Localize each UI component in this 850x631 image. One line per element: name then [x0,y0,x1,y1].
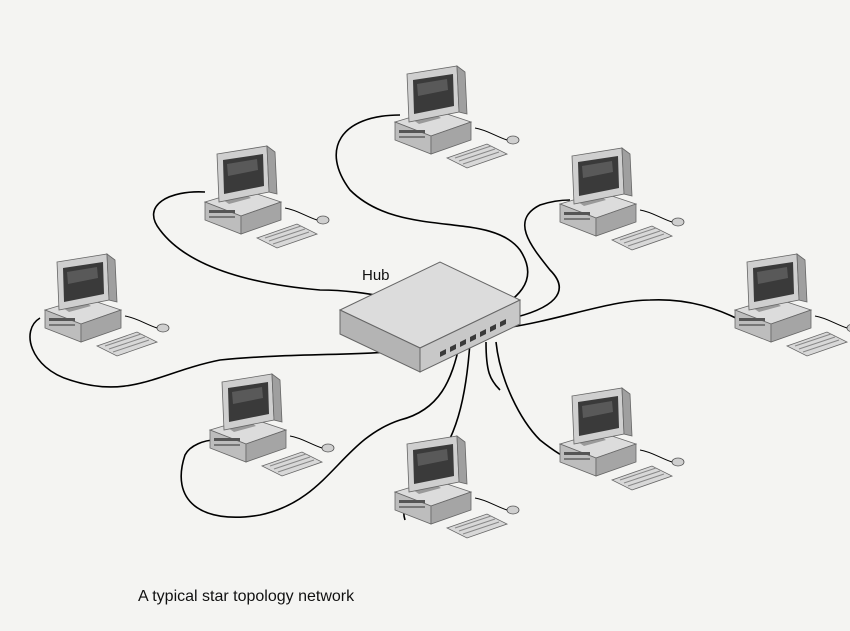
computer-lower-right [559,387,685,491]
hub [338,132,522,373]
hub-label: Hub [362,267,390,284]
cable-pc-upper-right [493,199,571,323]
cable-pc-top [335,114,529,321]
hub-ports [438,132,506,357]
computer-upper-right [559,147,685,251]
computer-lower-left [209,373,335,477]
computer-top [394,65,520,169]
diagram-caption: A typical star topology network [138,588,355,605]
computer-upper-left [204,145,330,249]
cable-pc-lower-left [180,341,461,518]
computer-right [734,253,850,357]
cable-pc-right [504,299,741,329]
cable-pc-lower-middle [485,341,501,391]
computer-left [44,253,170,357]
computer-bottom [394,435,520,539]
